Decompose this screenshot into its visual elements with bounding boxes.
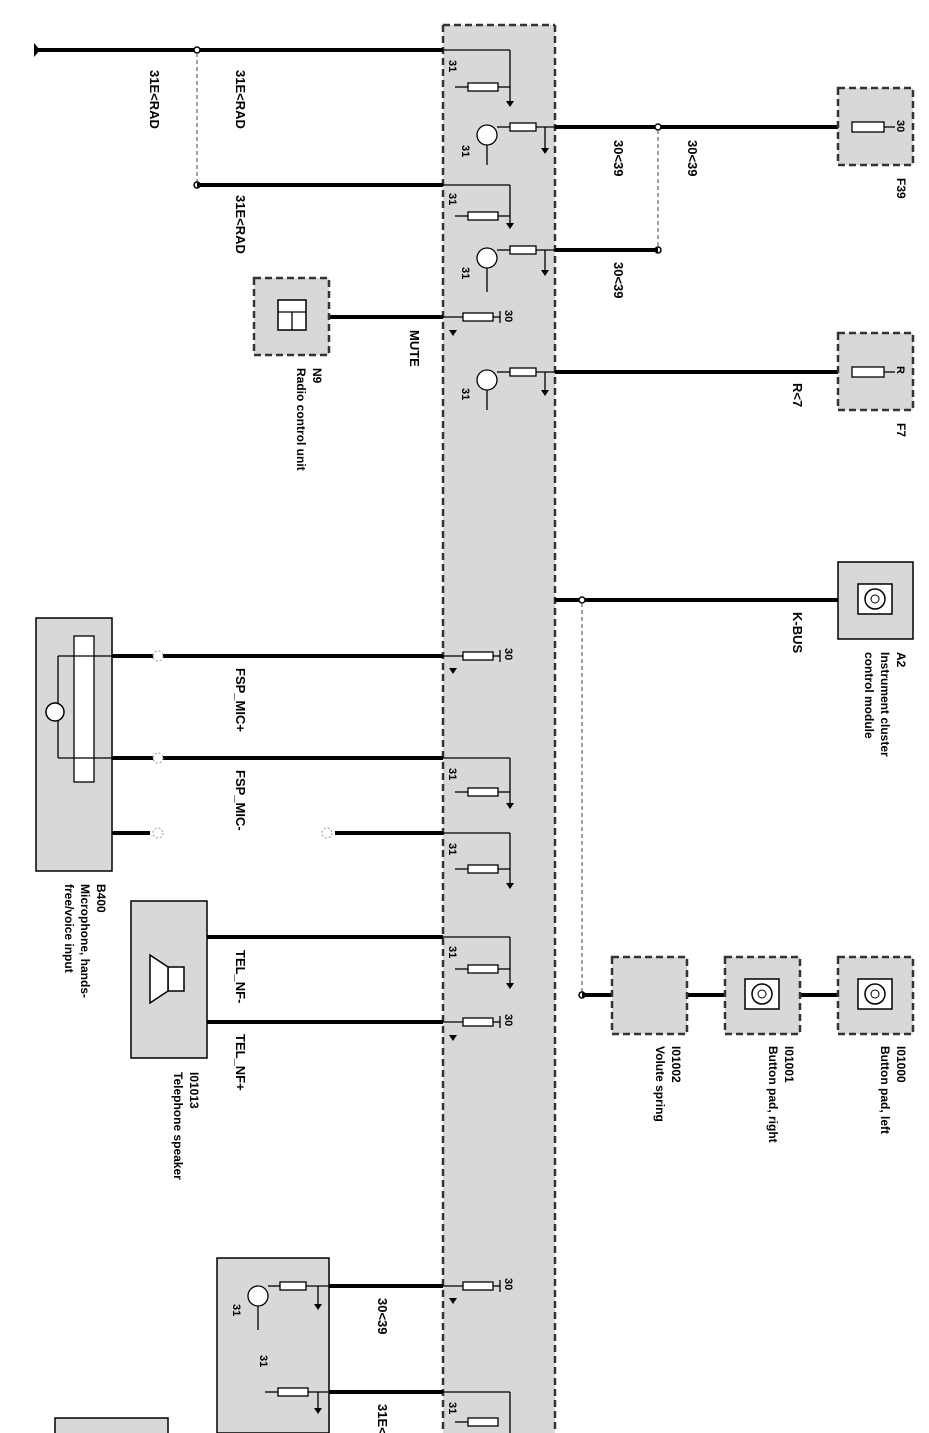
n9-name: Radio control unit bbox=[294, 368, 308, 471]
label-30-39-a: 30<39 bbox=[611, 140, 626, 177]
label-31e-rad-b: 31E<RAD bbox=[233, 70, 248, 129]
pin-31-a: 31 bbox=[446, 60, 458, 72]
f39-pin-30: 30 bbox=[894, 120, 906, 132]
pin-31-b: 31 bbox=[459, 145, 471, 157]
label-tel-nf-plus: TEL_NF+ bbox=[233, 1034, 248, 1091]
bottom-ground-element bbox=[443, 1391, 511, 1433]
label-31e-bottom: 31E<I bbox=[375, 1404, 390, 1433]
n9-code: N9 bbox=[310, 368, 324, 384]
signal-labels: 31E<RAD 31E<RAD 31E<RAD 30<39 30<39 30<3… bbox=[147, 70, 805, 1433]
pin-31-e: 31 bbox=[459, 388, 471, 400]
i01000-code: I01000 bbox=[894, 1046, 908, 1083]
tel-plus-input-element bbox=[443, 1016, 501, 1041]
central-module bbox=[441, 23, 557, 1433]
component-b400: B400 Microphone, hands- free/voice input bbox=[35, 617, 113, 998]
label-30-39-c: 30<39 bbox=[611, 262, 626, 299]
pin-31-f: 31 bbox=[446, 768, 458, 780]
bottom-input-element-1 bbox=[443, 1280, 501, 1304]
component-i01001: I01001 Button pad, right bbox=[723, 955, 802, 1143]
pin-31-d: 31 bbox=[459, 267, 471, 279]
a2-name-1: Instrument cluster bbox=[878, 652, 892, 757]
pin-30-b: 30 bbox=[502, 648, 514, 660]
label-kbus: K-BUS bbox=[790, 612, 805, 653]
component-f7: R F7 bbox=[836, 331, 915, 437]
i01002-name: Volute spring bbox=[653, 1046, 667, 1122]
label-mic-plus: FSP_MIC+ bbox=[233, 668, 248, 732]
tel-minus-ground-element bbox=[443, 936, 514, 989]
mute-input-element bbox=[443, 311, 501, 336]
i01001-name: Button pad, right bbox=[766, 1046, 780, 1143]
f39-code: F39 bbox=[894, 178, 908, 199]
pin-30-a: 30 bbox=[502, 310, 514, 322]
ground-element-2 bbox=[443, 184, 514, 229]
pin-30-d: 30 bbox=[502, 1278, 514, 1290]
pin-30-c: 30 bbox=[502, 1014, 514, 1026]
pin-31-g: 31 bbox=[446, 843, 458, 855]
label-tel-nf-minus: TEL_NF- bbox=[233, 950, 248, 1003]
pin-labels: 31 31 31 31 30 31 30 31 31 31 30 30 31 bbox=[446, 60, 514, 1414]
internal-circuits bbox=[443, 49, 555, 1433]
component-bottom-module: 31 31 bbox=[216, 1257, 330, 1433]
transistor-element-1 bbox=[476, 122, 555, 165]
label-mute: MUTE bbox=[407, 330, 422, 367]
bottom-pin-31-b: 31 bbox=[257, 1355, 269, 1367]
a2-name-2: control module bbox=[862, 652, 876, 739]
component-i01000: I01000 Button pad, left bbox=[836, 955, 915, 1134]
label-31e-rad-c: 31E<RAD bbox=[233, 195, 248, 254]
ground-element-1 bbox=[443, 49, 514, 107]
i01001-code: I01001 bbox=[782, 1046, 796, 1083]
mic-plus-input-element bbox=[443, 650, 501, 674]
i01002-code: I01002 bbox=[669, 1046, 683, 1083]
mic-minus-ground-element-1 bbox=[443, 757, 514, 809]
b400-code: B400 bbox=[94, 884, 108, 913]
component-i01002: I01002 Volute spring bbox=[610, 955, 689, 1122]
bottom-pin-31-a: 31 bbox=[230, 1304, 242, 1316]
label-r7: R<7 bbox=[790, 383, 805, 407]
i01000-name: Button pad, left bbox=[878, 1046, 892, 1134]
pin-31-c: 31 bbox=[446, 193, 458, 205]
label-31e-rad-a: 31E<RAD bbox=[147, 70, 162, 129]
f7-code: F7 bbox=[894, 423, 908, 437]
label-mic-minus: FSP_MIC- bbox=[233, 770, 248, 831]
a2-code: A2 bbox=[894, 652, 908, 668]
transistor-element-3 bbox=[476, 367, 555, 410]
b400-name-1: Microphone, hands- bbox=[78, 884, 92, 998]
component-n9: N9 Radio control unit bbox=[252, 276, 331, 471]
mic-minus-ground-element-2 bbox=[443, 832, 514, 889]
component-a2: A2 Instrument cluster control module bbox=[837, 561, 914, 757]
component-bottom-partial bbox=[54, 1417, 169, 1433]
i01013-name: Telephone speaker bbox=[171, 1072, 185, 1180]
component-i01013: I01013 Telephone speaker bbox=[130, 900, 208, 1180]
f7-pin-r: R bbox=[894, 366, 906, 374]
pin-31-i: 31 bbox=[446, 1402, 458, 1414]
b400-name-2: free/voice input bbox=[62, 884, 76, 973]
label-30-39-b: 30<39 bbox=[685, 140, 700, 177]
pin-31-h: 31 bbox=[446, 946, 458, 958]
label-30-39-d: 30<39 bbox=[375, 1298, 390, 1335]
component-f39: 30 F39 bbox=[836, 86, 915, 199]
i01013-code: I01013 bbox=[187, 1072, 201, 1109]
transistor-element-2 bbox=[476, 245, 555, 292]
